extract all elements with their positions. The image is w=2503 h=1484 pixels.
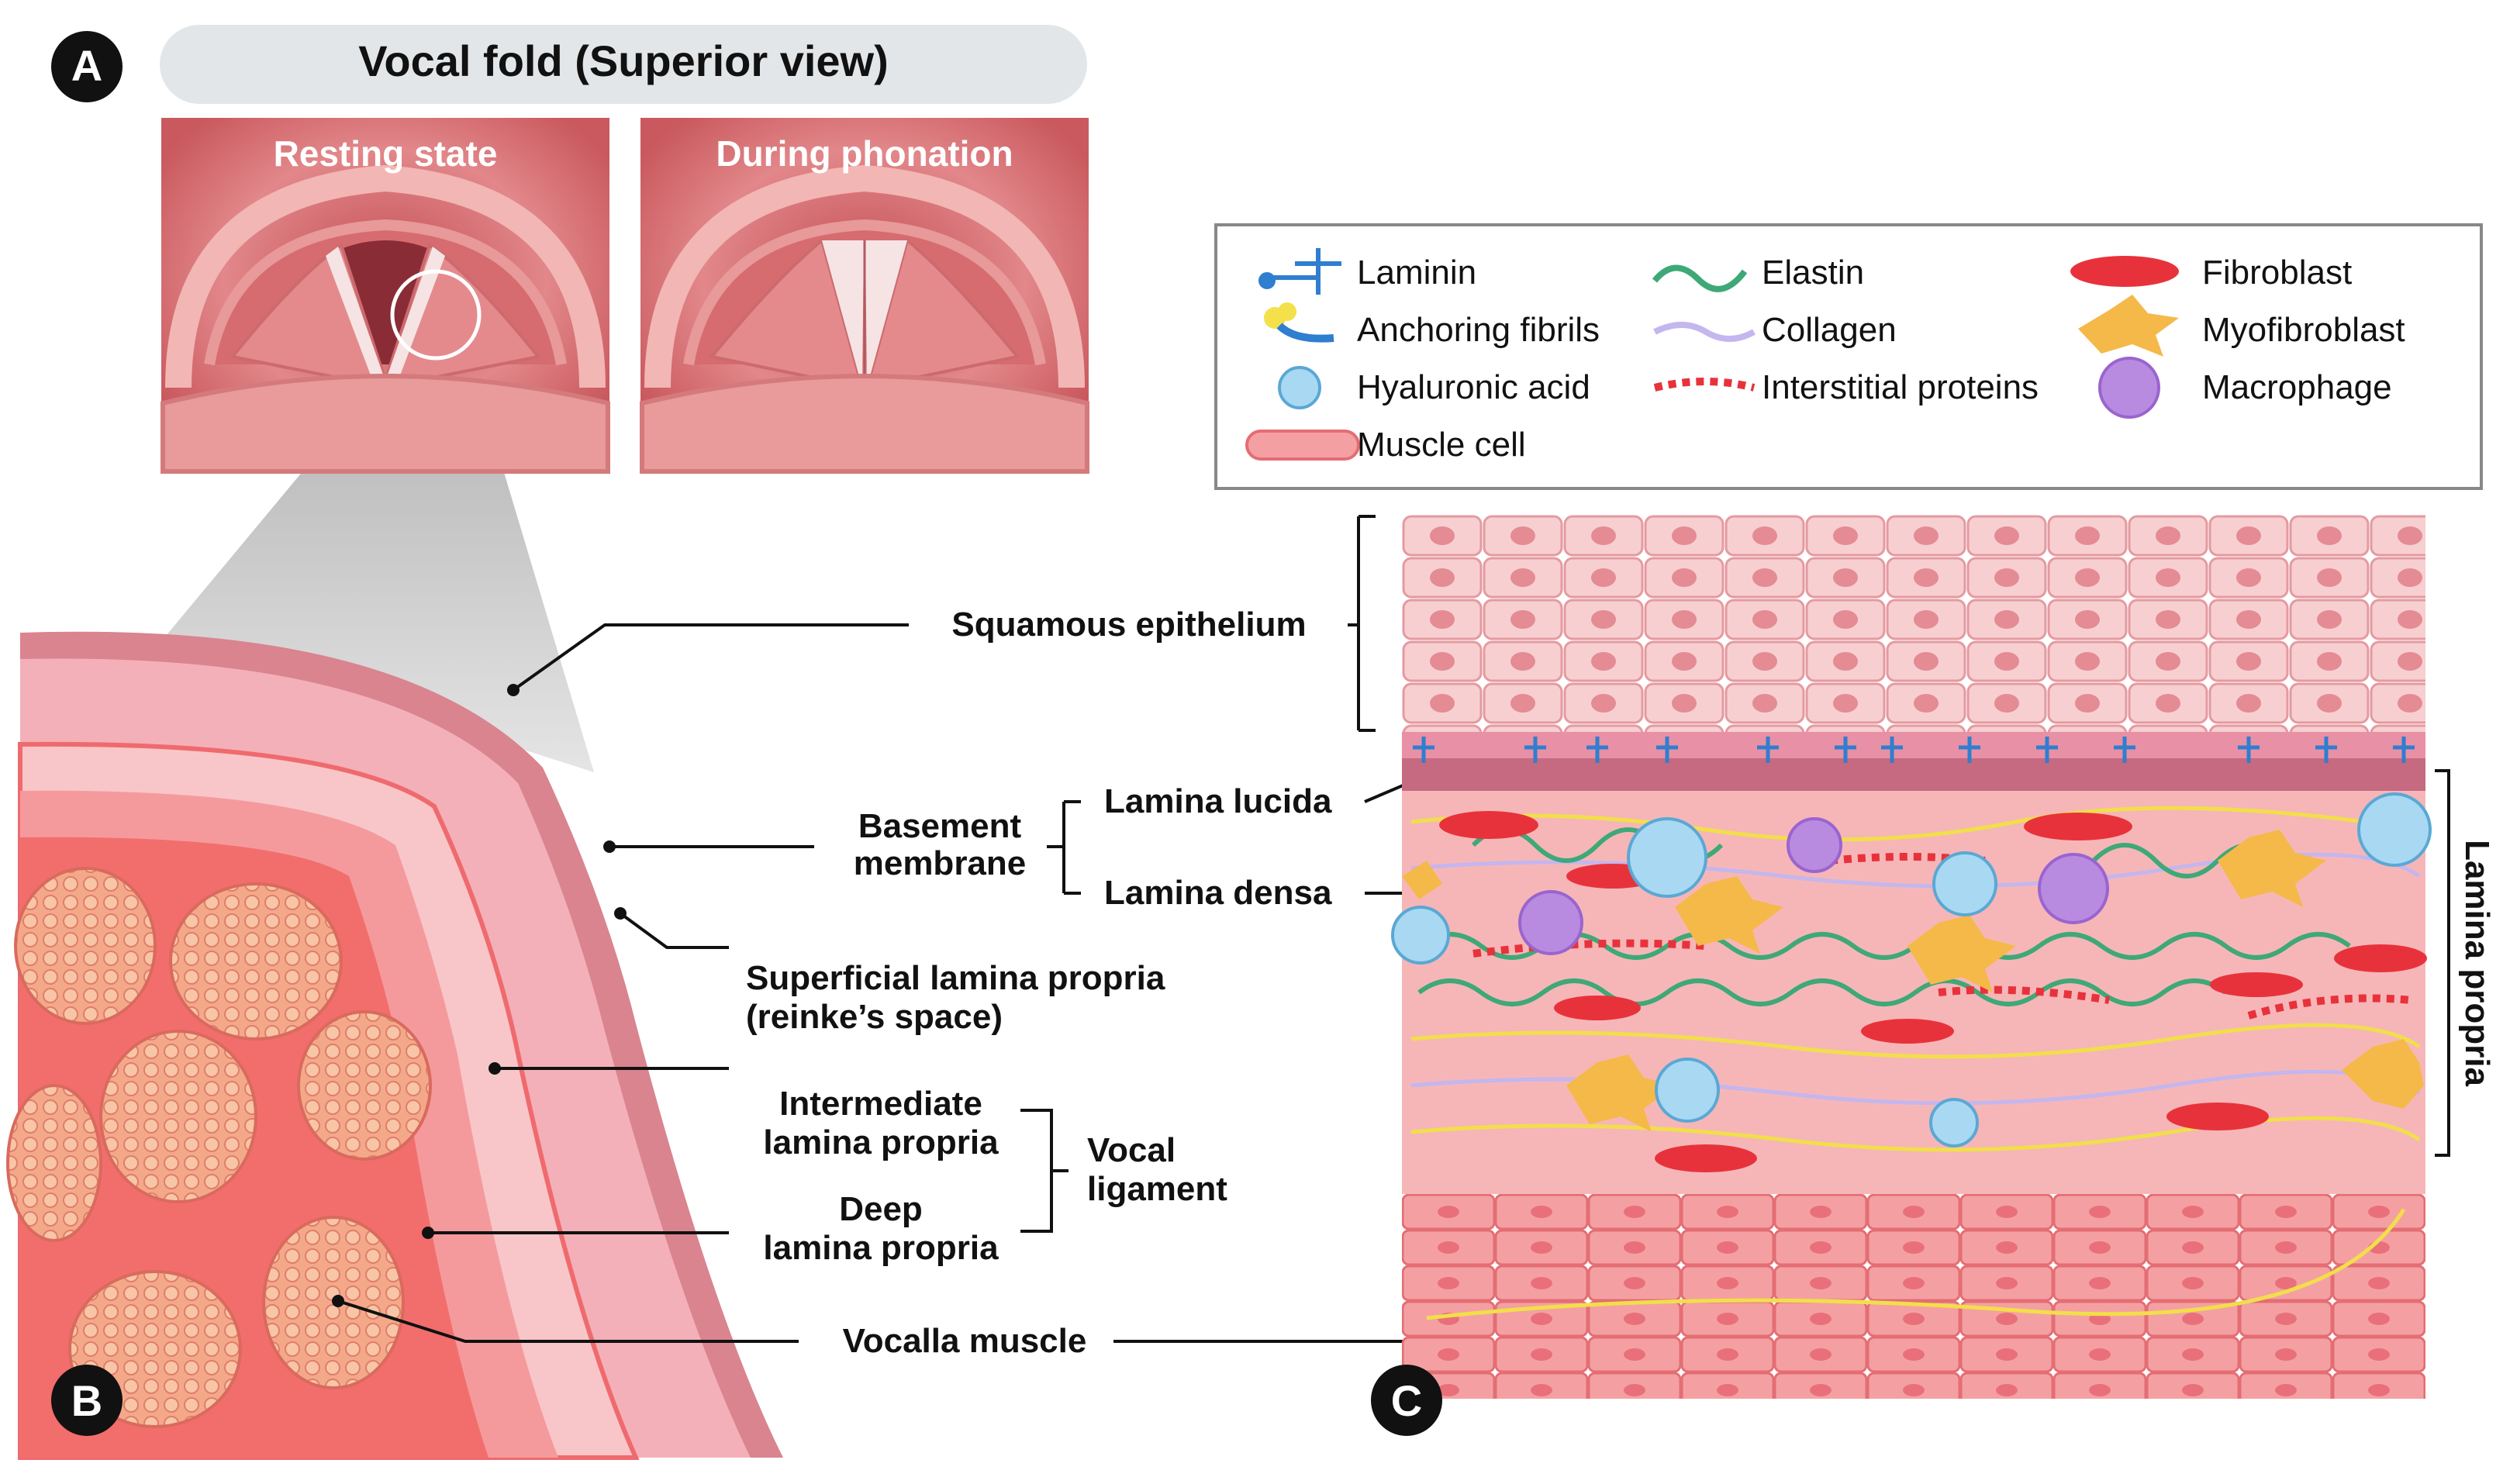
panel-b-cross-section: B	[6, 631, 783, 1460]
elastin-icon	[1652, 264, 1748, 292]
resting-state-label: Resting state	[274, 133, 498, 174]
laminin-markers	[1413, 737, 2415, 763]
legend-hyaluronic-acid: Hyaluronic acid	[1357, 368, 1590, 406]
lamina-lucida-band	[1402, 732, 2425, 758]
macrophage-icon	[2098, 357, 2160, 419]
label-superficial-line2: (reinke’s space)	[746, 998, 1003, 1036]
legend-box	[1214, 223, 2483, 490]
during-phonation-image	[640, 118, 1089, 474]
panel-c-tissue: C	[1371, 515, 2432, 1436]
label-deep-line2: lamina propria	[763, 1229, 999, 1267]
label-lamina-densa: Lamina densa	[1104, 874, 1332, 912]
legend-elastin: Elastin	[1762, 254, 1864, 292]
badge-c	[1371, 1365, 1442, 1436]
label-squamous-epithelium: Squamous epithelium	[951, 606, 1306, 644]
badge-a-letter: A	[71, 41, 102, 90]
legend-anchoring-fibrils: Anchoring fibrils	[1357, 311, 1600, 349]
legend-collagen: Collagen	[1762, 311, 1897, 349]
fibroblast-icon	[2070, 256, 2179, 287]
label-lamina-lucida: Lamina lucida	[1104, 782, 1332, 820]
zoom-circle	[390, 269, 482, 361]
label-vocal-ligament-line2: ligament	[1087, 1170, 1227, 1208]
legend-laminin: Laminin	[1357, 254, 1476, 292]
badge-c-letter: C	[1391, 1376, 1422, 1425]
label-intermediate-line1: Intermediate	[779, 1085, 982, 1123]
label-superficial-line1: Superficial lamina propria	[746, 959, 1165, 997]
legend-fibroblast: Fibroblast	[2202, 254, 2352, 292]
label-lamina-propria: Lamina propria	[2458, 840, 2496, 1086]
badge-a	[51, 31, 123, 102]
collagen-icon	[1653, 322, 1756, 342]
legend-macrophage: Macrophage	[2202, 368, 2392, 406]
laminin-icon	[1258, 248, 1341, 295]
hyaluronic-acid-spheres	[1391, 792, 2432, 1148]
macrophage-cells	[1518, 817, 2109, 955]
hyaluronic-acid-icon	[1278, 366, 1321, 409]
panel-a-title-pill	[160, 25, 1087, 104]
during-phonation-label: During phonation	[716, 133, 1013, 174]
myofibroblast-cells	[1402, 830, 2424, 1132]
label-vocal-ligament-line1: Vocal	[1087, 1131, 1176, 1169]
lamina-densa-band	[1402, 758, 2425, 791]
anchoring-fibrils-icon	[1264, 302, 1334, 343]
muscle-fascicles	[6, 867, 432, 1428]
interstitial-proteins-icon	[1653, 378, 1756, 392]
resting-state-image	[161, 118, 610, 474]
epithelium-cells	[1402, 515, 2425, 732]
label-basement-line1: Basement	[858, 807, 1022, 845]
badge-b	[51, 1365, 123, 1436]
legend-muscle-cell: Muscle cell	[1357, 426, 1526, 464]
badge-b-letter: B	[71, 1376, 102, 1425]
panel-a: A Vocal fold (Superior view) Resting sta…	[51, 25, 1089, 772]
legend-myofibroblast: Myofibroblast	[2202, 311, 2405, 349]
panel-a-title: Vocal fold (Superior view)	[358, 36, 889, 85]
muscle-cells-layer	[1402, 1194, 2425, 1399]
label-vocalis-muscle: Vocalla muscle	[843, 1322, 1087, 1360]
muscle-cell-icon	[1245, 430, 1360, 461]
label-deep-line1: Deep	[839, 1190, 923, 1228]
myofibroblast-icon	[2078, 295, 2179, 357]
legend-interstitial-proteins: Interstitial proteins	[1762, 368, 2039, 406]
label-basement-line2: membrane	[854, 844, 1027, 882]
label-intermediate-line2: lamina propria	[763, 1123, 999, 1161]
interstitial-protein-fibers	[1472, 853, 2412, 1020]
